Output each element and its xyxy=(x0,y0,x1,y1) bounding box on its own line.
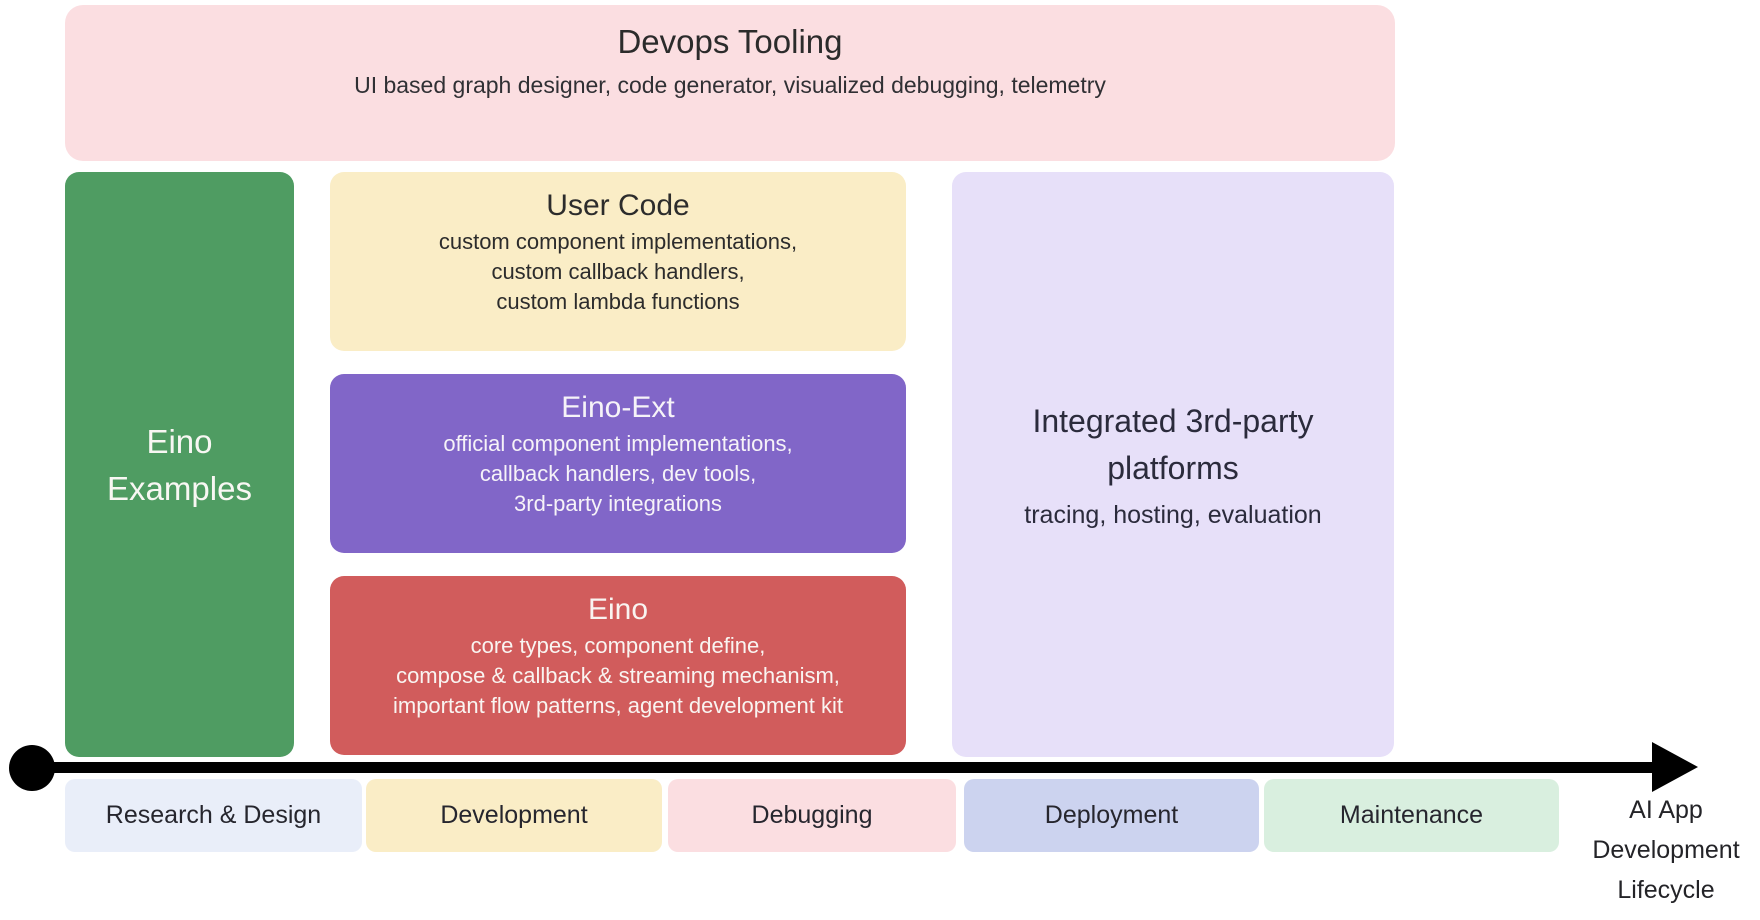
eino-description: core types, component define, compose & … xyxy=(392,633,844,718)
stage-deployment: Deployment xyxy=(964,779,1259,852)
stage-development-label: Development xyxy=(440,801,588,829)
integrated-platforms-title: Integrated 3rd-party platforms xyxy=(1032,403,1314,486)
eino-examples-title: Eino Examples xyxy=(107,422,252,507)
stage-maintenance-label: Maintenance xyxy=(1339,801,1484,829)
stage-research-design-label: Research & Design xyxy=(105,801,322,829)
integrated-platforms-description: tracing, hosting, evaluation xyxy=(1024,501,1322,529)
eino-box: Eino core types, component define, compo… xyxy=(330,576,906,755)
timeline-axis-caption: AI App Development Lifecycle xyxy=(1592,796,1740,904)
stage-debugging-label: Debugging xyxy=(751,801,873,829)
timeline-arrowhead-icon xyxy=(1652,742,1698,792)
eino-title: Eino xyxy=(587,593,649,626)
eino-examples-box: Eino Examples xyxy=(65,172,294,757)
stage-deployment-label: Deployment xyxy=(1044,801,1179,829)
eino-ext-title: Eino-Ext xyxy=(561,391,675,424)
stage-development: Development xyxy=(366,779,662,852)
devops-tooling-subtitle: UI based graph designer, code generator,… xyxy=(354,72,1106,98)
user-code-title: User Code xyxy=(546,189,690,222)
stage-research-design: Research & Design xyxy=(65,779,362,852)
user-code-description: custom component implementations, custom… xyxy=(438,229,798,314)
timeline-axis-line xyxy=(32,762,1652,773)
eino-ext-box: Eino-Ext official component implementati… xyxy=(330,374,906,553)
eino-ext-description: official component implementations, call… xyxy=(443,431,793,516)
user-code-box: User Code custom component implementatio… xyxy=(330,172,906,351)
stage-debugging: Debugging xyxy=(668,779,956,852)
integrated-platforms-box: Integrated 3rd-party platforms tracing, … xyxy=(952,172,1394,757)
devops-tooling-title: Devops Tooling xyxy=(617,23,843,60)
devops-tooling-box: Devops Tooling UI based graph designer, … xyxy=(65,5,1395,161)
stage-maintenance: Maintenance xyxy=(1264,779,1559,852)
